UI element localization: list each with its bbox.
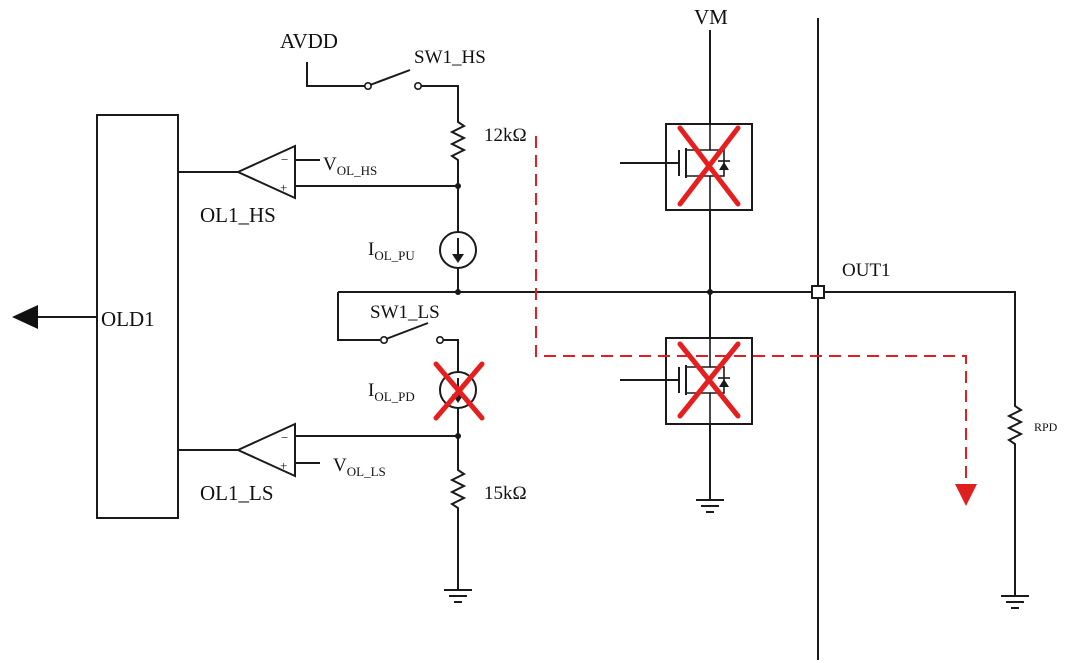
resistor-12k: 12kΩ [449,116,527,186]
sw1-hs-label: SW1_HS [414,47,486,68]
ol1-hs-plus-sign: + [280,180,287,195]
vol-ls-label: VOL_LS [333,455,386,479]
old1-output-arrow [12,305,97,329]
hs-mosfet [620,123,753,211]
old1-label: OLD1 [101,307,155,331]
ol1-hs-label: OL1_HS [200,203,276,227]
hs-mosfet-disabled-x-icon [677,125,741,207]
ground-icon [444,589,472,603]
iol-pd-current-source: IOL_PD [368,361,485,436]
ls-mosfet [620,337,753,425]
sw1-hs-switch: AVDD SW1_HS [280,29,486,116]
ol1-ls-minus-sign: − [281,430,288,445]
comparator-ol1-ls: − + OL1_LS VOL_LS [178,422,458,505]
junction-bridge [707,289,713,295]
r15k-label: 15kΩ [484,483,527,504]
rpd-resistor: RPD [1006,400,1058,596]
sw1-ls-switch: SW1_LS [337,292,459,372]
iol-pu-current-source: IOL_PU [368,186,477,292]
rpd-top-wire [824,291,1016,400]
ol1-ls-label: OL1_LS [200,481,274,505]
vm-label: VM [694,5,728,29]
current-path-arrow [535,136,977,506]
vol-hs-label: VOL_HS [323,154,377,178]
sw1-ls-label: SW1_LS [370,302,440,323]
iol-pd-disabled-x-icon [433,361,485,421]
r12k-label: 12kΩ [484,125,527,146]
ol1-ls-plus-sign: + [280,458,287,473]
comparator-ol1-hs: − + OL1_HS VOL_HS [178,144,458,227]
iol-pd-label: IOL_PD [368,380,415,404]
resistor-15k: 15kΩ [449,436,527,590]
old1-block: OLD1 [96,114,179,519]
ground-icon [696,499,724,513]
ls-mosfet-disabled-x-icon [677,341,741,419]
out1-label: OUT1 [842,260,891,281]
out1-pin [811,285,825,299]
ol1-hs-minus-sign: − [281,152,288,167]
ground-icon [1001,595,1029,609]
avdd-label: AVDD [280,29,338,53]
rpd-label: RPD [1034,420,1058,434]
iol-pu-label: IOL_PU [368,239,415,263]
